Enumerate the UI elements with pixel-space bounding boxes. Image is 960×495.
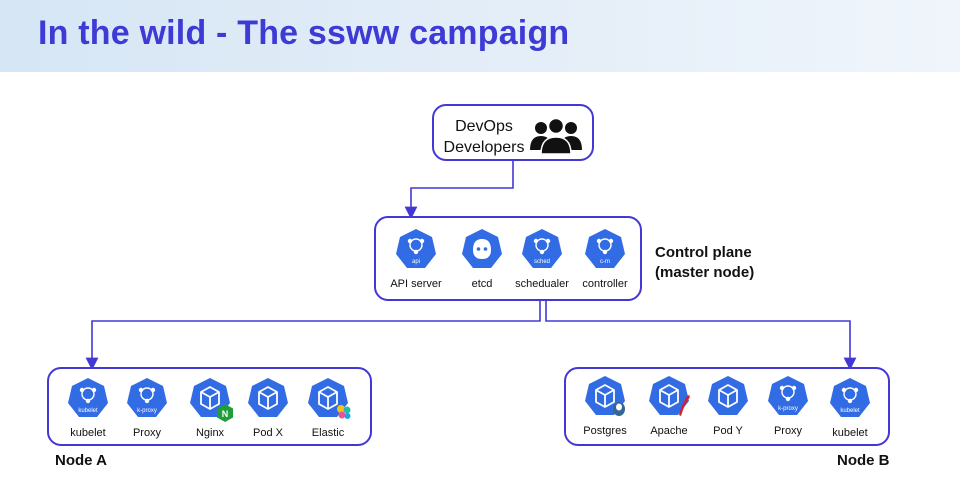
- slide-header: In the wild - The ssww campaign: [0, 0, 960, 72]
- arrow-control-plane-to-node-a: [85, 301, 541, 371]
- slide-title: In the wild - The ssww campaign: [38, 14, 570, 52]
- pod-apache-icon: [649, 376, 690, 416]
- pod-icon: [248, 378, 288, 417]
- svg-text:sched: sched: [534, 259, 550, 265]
- component-kubelet: kubelet kubelet: [815, 367, 885, 447]
- kubelet-icon: kubelet: [68, 378, 108, 417]
- kubernetes-controller-icon: c-m: [585, 229, 625, 268]
- component-label: kubelet: [70, 427, 106, 439]
- people-group-icon: [530, 117, 582, 154]
- component-label: Proxy: [773, 425, 803, 437]
- component-label: kubelet: [832, 427, 868, 439]
- pod-nginx-icon: N: [190, 378, 233, 422]
- svg-text:k-proxy: k-proxy: [778, 406, 798, 412]
- kubernetes-scheduler-icon: sched: [522, 229, 562, 268]
- component-proxy: k-proxy Proxy: [112, 367, 182, 447]
- pod-icon: [708, 376, 748, 415]
- component-proxy: k-proxy Proxy: [753, 365, 823, 445]
- node-b-box: Postgres Apache Pod Y k-proxy Proxy: [564, 367, 890, 446]
- node-b-label: Node B: [837, 452, 890, 469]
- component-api-server: api API server: [381, 218, 451, 298]
- control-plane-box: api API server etcd sched schedualer c-m…: [374, 216, 642, 301]
- component-pod-y: Pod Y: [693, 365, 763, 445]
- control-plane-label: Control plane (master node): [655, 244, 755, 281]
- arrow-control-plane-to-node-b: [545, 301, 857, 371]
- component-label: API server: [390, 278, 442, 290]
- component-label: Elastic: [311, 427, 345, 439]
- component-label: Pod Y: [713, 425, 743, 437]
- component-postgres: Postgres: [570, 365, 640, 445]
- component-label: Nginx: [195, 427, 225, 439]
- svg-text:kubelet: kubelet: [840, 408, 860, 414]
- component-label: Proxy: [132, 427, 162, 439]
- component-scheduler: sched schedualer: [507, 218, 577, 298]
- node-a-box: kubelet kubelet k-proxy Proxy N Nginx Po…: [47, 367, 372, 446]
- component-elastic: Elastic: [293, 367, 363, 447]
- component-kubelet: kubelet kubelet: [53, 367, 123, 447]
- pod-elastic-icon: [308, 378, 351, 419]
- svg-text:N: N: [222, 409, 229, 419]
- component-apache: Apache: [634, 365, 704, 445]
- etcd-icon: [462, 229, 502, 268]
- node-a-label: Node A: [55, 452, 107, 469]
- component-label: Postgres: [583, 425, 627, 437]
- component-pod-x: Pod X: [233, 367, 303, 447]
- pod-postgres-icon: [585, 376, 625, 416]
- svg-text:api: api: [412, 259, 420, 265]
- arrow-devops-to-control-plane: [404, 161, 514, 220]
- svg-text:kubelet: kubelet: [78, 408, 98, 414]
- component-nginx: N Nginx: [175, 367, 245, 447]
- devops-developers-box: DevOps Developers: [432, 104, 594, 161]
- kubelet-icon: kubelet: [830, 378, 870, 417]
- kubernetes-api-icon: api: [396, 229, 436, 268]
- svg-text:k-proxy: k-proxy: [137, 408, 157, 414]
- kube-proxy-icon: k-proxy: [768, 376, 808, 415]
- component-controller: c-m controller: [570, 218, 640, 298]
- kube-proxy-icon: k-proxy: [127, 378, 167, 417]
- component-label: etcd: [471, 278, 493, 290]
- component-label: Apache: [650, 425, 688, 437]
- component-label: controller: [582, 278, 628, 290]
- devops-label: DevOps Developers: [443, 118, 525, 156]
- component-label: Pod X: [253, 427, 283, 439]
- component-etcd: etcd: [447, 218, 517, 298]
- component-label: schedualer: [515, 278, 569, 290]
- svg-text:c-m: c-m: [600, 259, 610, 265]
